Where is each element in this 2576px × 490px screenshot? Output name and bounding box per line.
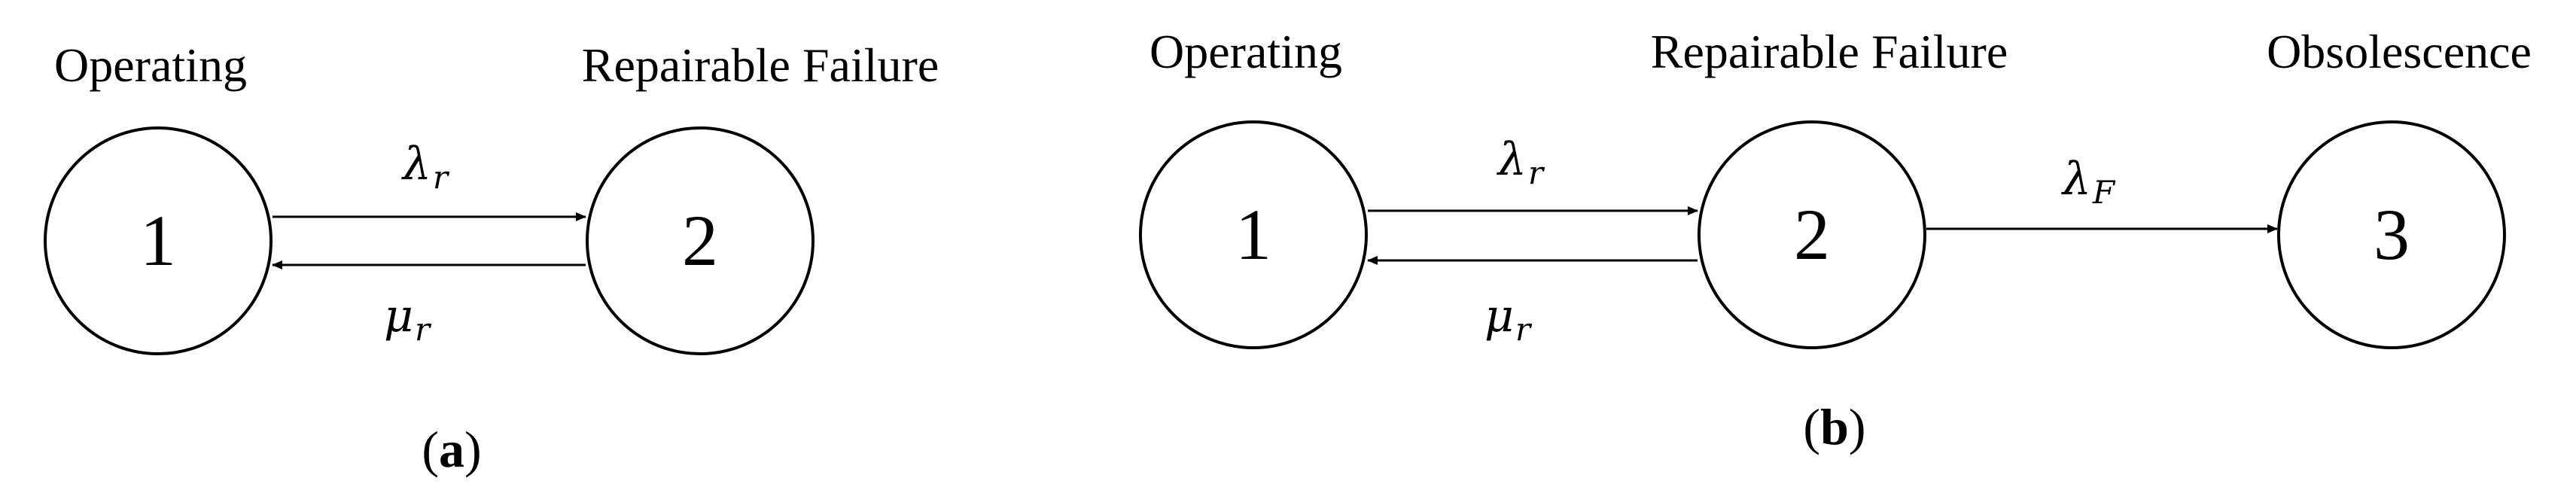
panel-b-state-3-number: 3: [2374, 194, 2410, 275]
panel-b-rate-mu-r: μr: [1484, 290, 1533, 348]
panel-b-rate-mu-r-symbol: μ: [1484, 290, 1514, 342]
panel-b-state-1-number: 1: [1235, 194, 1271, 275]
panel-b-rate-lambda-f-subscript: F: [2092, 174, 2116, 211]
panel-a-state-2-number: 2: [682, 200, 718, 281]
panel-b-state-1-label: Operating: [1149, 25, 1342, 78]
panel-b-caption: (b): [1803, 398, 1865, 455]
panel-a-caption: (a): [422, 421, 481, 478]
panel-b-rate-mu-r-subscript: r: [1515, 311, 1533, 348]
panel-a-caption-letter: a: [439, 421, 464, 478]
panel-b-rate-lambda-r-subscript: r: [1528, 154, 1545, 191]
panel-a: Operating Repairable Failure 1 2 λr μr (…: [44, 38, 939, 478]
panel-a-rate-mu-r: μr: [384, 290, 432, 348]
panel-a-rate-mu-r-subscript: r: [415, 311, 432, 348]
panel-b-state-3-circle: [2277, 120, 2506, 349]
panel-a-rate-lambda-r: λr: [401, 138, 450, 196]
panel-a-state-1-label: Operating: [54, 38, 247, 92]
panel-b-state-1-circle: [1139, 120, 1368, 349]
panel-b-state-2-circle: [1698, 120, 1926, 349]
panel-b: Operating Repairable Failure Obsolescenc…: [1139, 25, 2532, 455]
panel-b-rate-lambda-f-symbol: λ: [2061, 153, 2091, 205]
panel-a-state-2-label: Repairable Failure: [582, 38, 939, 92]
panel-a-rate-lambda-r-symbol: λ: [401, 138, 431, 190]
panel-b-state-3-label: Obsolescence: [2267, 25, 2532, 78]
panel-a-state-1-number: 1: [140, 200, 176, 281]
panel-a-rate-mu-r-symbol: μ: [384, 290, 413, 342]
panel-b-rate-lambda-f: λF: [2061, 153, 2116, 211]
panel-b-caption-letter: b: [1820, 398, 1849, 455]
panel-a-rate-lambda-r-subscript: r: [433, 159, 450, 196]
panel-b-state-2-label: Repairable Failure: [1651, 25, 2008, 78]
panel-b-rate-lambda-r: λr: [1497, 133, 1545, 191]
panel-b-rate-lambda-r-symbol: λ: [1497, 133, 1527, 186]
panel-a-state-1-circle: [44, 126, 273, 355]
panel-a-state-2-circle: [586, 126, 815, 355]
panel-b-state-2-number: 2: [1794, 194, 1830, 275]
